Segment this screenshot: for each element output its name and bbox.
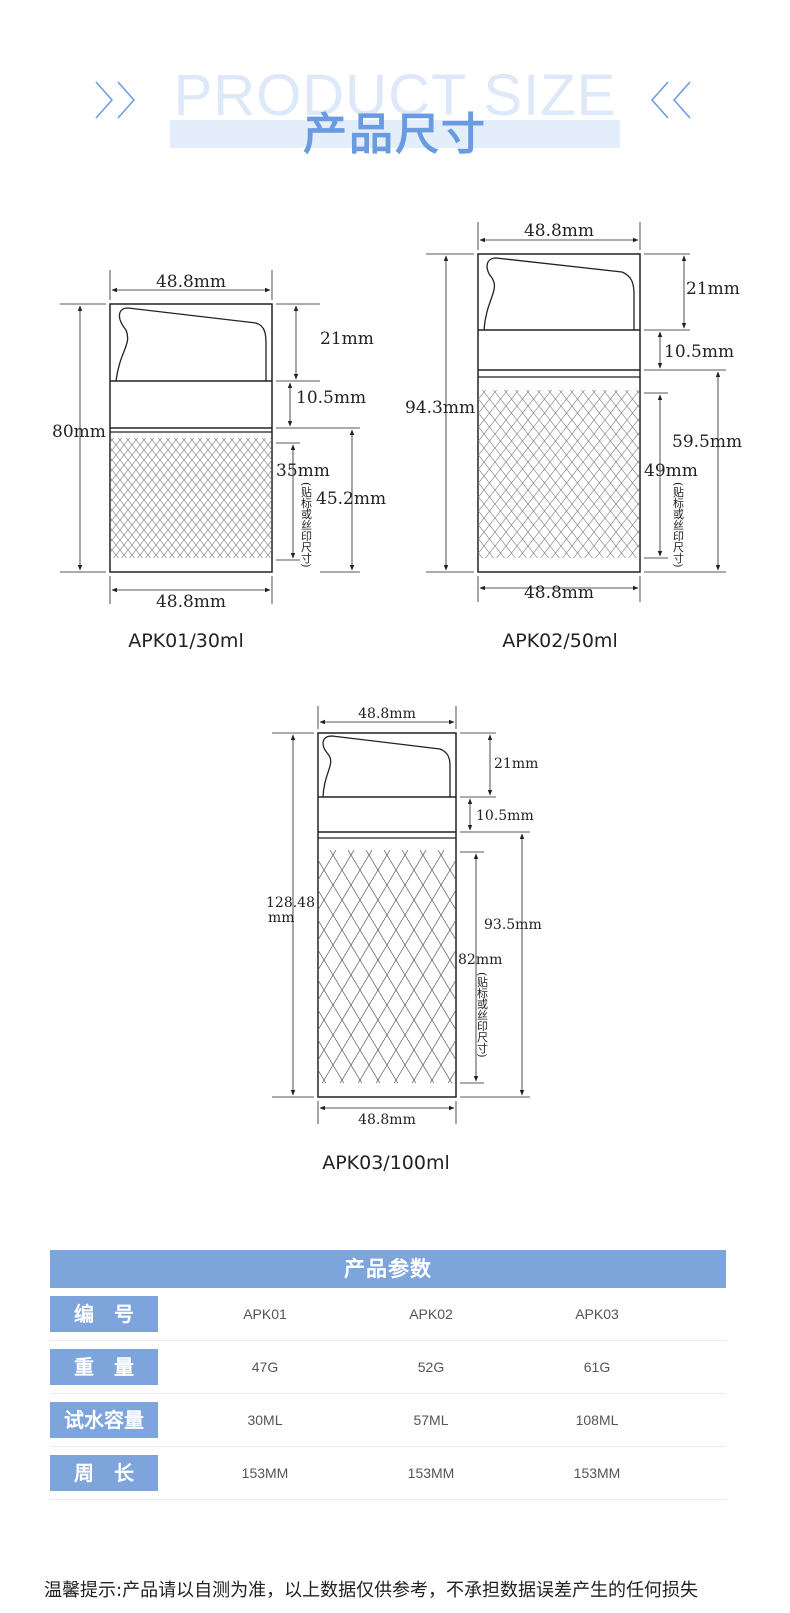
table-cell: APK02 [409, 1306, 453, 1322]
apk01-width-top: 48.8mm [156, 272, 226, 292]
table-cell: 153MM [407, 1465, 455, 1481]
apk01-total-height: 80mm [52, 422, 106, 442]
chevron-left-icon [650, 81, 691, 119]
table-cell: 57ML [413, 1412, 449, 1428]
title-highlight-bar [170, 120, 620, 148]
row-label-circumference: 周 长 [50, 1455, 158, 1491]
row-label-code: 编 号 [50, 1296, 158, 1332]
apk02-label-height: 49mm [644, 461, 698, 481]
table-cell: 108ML [575, 1412, 619, 1428]
footer-note: 温馨提示:产品请以自测为准，以上数据仅供参考，不承担数据误差产生的任何损失 [44, 1580, 699, 1601]
apk03-width-bottom: 48.8mm [358, 1112, 416, 1128]
apk02-label-note: (贴标或丝印尺寸) [672, 482, 685, 568]
table-cell: 52G [417, 1359, 445, 1375]
apk01-label-height: 35mm [276, 461, 330, 481]
table-row: 编 号 APK01 APK02 APK03 [50, 1288, 726, 1341]
apk02-body-height: 59.5mm [672, 432, 742, 452]
apk02-total-height: 94.3mm [405, 398, 475, 418]
apk01-label-note: (贴标或丝印尺寸) [300, 482, 313, 568]
apk03-total-height-line2: mm [268, 910, 295, 926]
page-title: 产品尺寸 [303, 109, 487, 160]
row-label-capacity: 试水容量 [50, 1402, 158, 1438]
apk03-body-height: 93.5mm [484, 917, 542, 933]
table-cell: 47G [251, 1359, 279, 1375]
apk01-cap-height: 21mm [320, 329, 374, 349]
apk02-width-bottom: 48.8mm [524, 583, 594, 603]
table-cell: 30ML [247, 1412, 283, 1428]
apk03-width-top: 48.8mm [358, 706, 416, 722]
apk03-label-note: (贴标或丝印尺寸) [476, 972, 489, 1058]
apk02-model-label: APK02/50ml [502, 630, 618, 652]
apk03-label-height: 82mm [458, 952, 502, 968]
apk01-model-label: APK01/30ml [128, 630, 244, 652]
table-cell: APK01 [243, 1306, 287, 1322]
apk03-model-label: APK03/100ml [322, 1152, 450, 1174]
drawing-apk01: 48.8mm 48.8mm 80mm 21mm 10.5mm 35mm 45.2… [52, 270, 386, 612]
apk03-cap-height: 21mm [494, 756, 538, 772]
apk02-cap-height: 21mm [686, 279, 740, 299]
apk02-width-top: 48.8mm [524, 221, 594, 241]
apk01-collar-height: 10.5mm [296, 388, 366, 408]
table-cell: APK03 [575, 1306, 619, 1322]
table-cell: 61G [583, 1359, 611, 1375]
table-cell: 153MM [241, 1465, 289, 1481]
page-header: PRODUCT SIZE 产品尺寸 [0, 0, 790, 170]
apk01-width-bottom: 48.8mm [156, 592, 226, 612]
apk03-collar-height: 10.5mm [476, 808, 534, 824]
table-row: 周 长 153MM 153MM 153MM [50, 1447, 726, 1500]
params-table: 产品参数 编 号 APK01 APK02 APK03 重 量 47G 52G 6… [50, 1250, 726, 1500]
table-row: 重 量 47G 52G 61G [50, 1341, 726, 1394]
apk01-body-height: 45.2mm [316, 489, 386, 509]
technical-drawings: 48.8mm 48.8mm 80mm 21mm 10.5mm 35mm 45.2… [52, 221, 742, 1128]
row-label-weight: 重 量 [50, 1349, 158, 1385]
header-background-text: PRODUCT SIZE [173, 63, 617, 128]
chevron-right-icon [95, 81, 136, 119]
drawing-apk02: 48.8mm 48.8mm 94.3mm 21mm 10.5mm 49mm 59… [405, 221, 742, 603]
params-title: 产品参数 [50, 1250, 726, 1288]
apk02-collar-height: 10.5mm [664, 342, 734, 362]
table-row: 试水容量 30ML 57ML 108ML [50, 1394, 726, 1447]
table-cell: 153MM [573, 1465, 621, 1481]
apk03-total-height-line1: 128.48 [266, 895, 315, 911]
drawing-apk03: 48.8mm 48.8mm 128.48 mm 21mm 10.5mm 82mm… [266, 706, 542, 1128]
